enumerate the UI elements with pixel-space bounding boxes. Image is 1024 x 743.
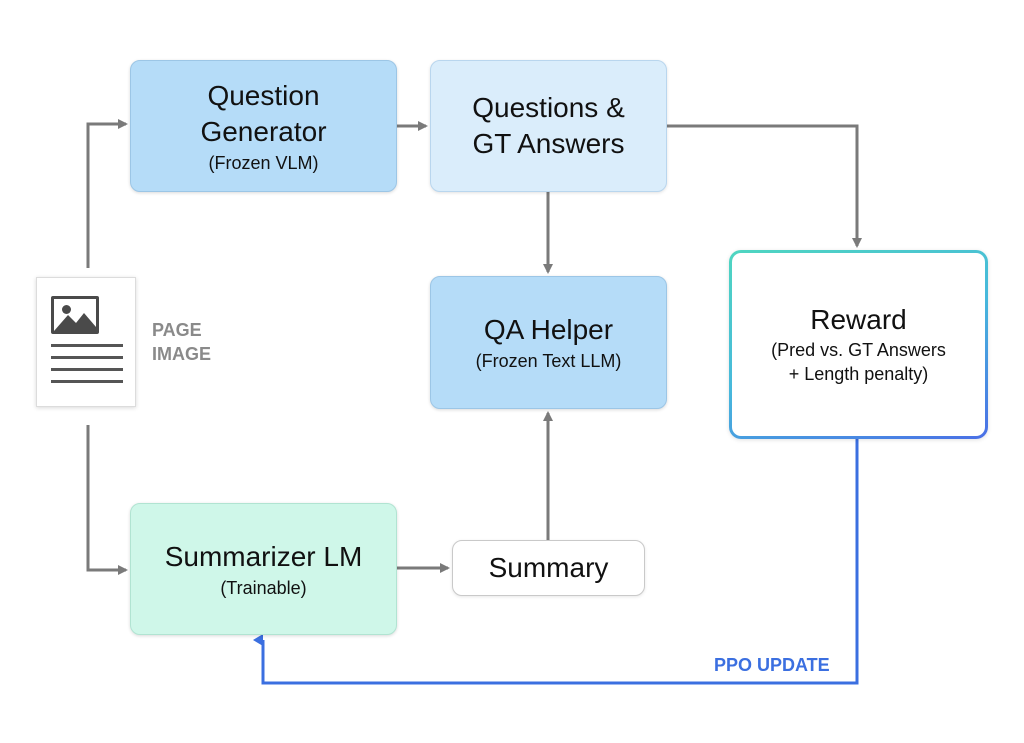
summarizer-title: Summarizer LM (164, 540, 363, 572)
arrow-ppo-update (253, 439, 859, 685)
reward-title: Reward (810, 304, 907, 335)
summary-title: Summary (488, 552, 609, 583)
question-generator-node: Question Generator (Frozen VLM) (130, 60, 397, 192)
summarizer-lm-node: Summarizer LM (Trainable) (130, 503, 397, 635)
questions-gt-answers-node: Questions & GT Answers (430, 60, 667, 192)
reward-subtitle: (Pred vs. GT Answers + Length penalty) (771, 340, 946, 384)
arrow-questions-to-reward (667, 124, 862, 248)
page-image-icon (36, 277, 136, 407)
qa-helper-title: QA Helper (483, 314, 614, 345)
questions-gt-title: Questions & GT Answers (472, 92, 625, 159)
qa-helper-subtitle: (Frozen Text LLM) (475, 351, 622, 371)
question-generator-title: Question Generator (200, 79, 327, 147)
image-icon (51, 296, 99, 334)
summary-node: Summary (452, 540, 645, 596)
ppo-update-label: PPO UPDATE (714, 655, 830, 675)
arrow-page-to-summarizer (86, 425, 128, 575)
arrow-page-to-question-generator (86, 119, 128, 268)
summarizer-subtitle: (Trainable) (220, 577, 307, 598)
page-image-label: PAGE IMAGE (152, 320, 212, 364)
question-generator-subtitle: (Frozen VLM) (208, 152, 319, 173)
qa-helper-node: QA Helper (Frozen Text LLM) (430, 276, 667, 409)
reward-node: Reward (Pred vs. GT Answers + Length pen… (729, 250, 988, 439)
